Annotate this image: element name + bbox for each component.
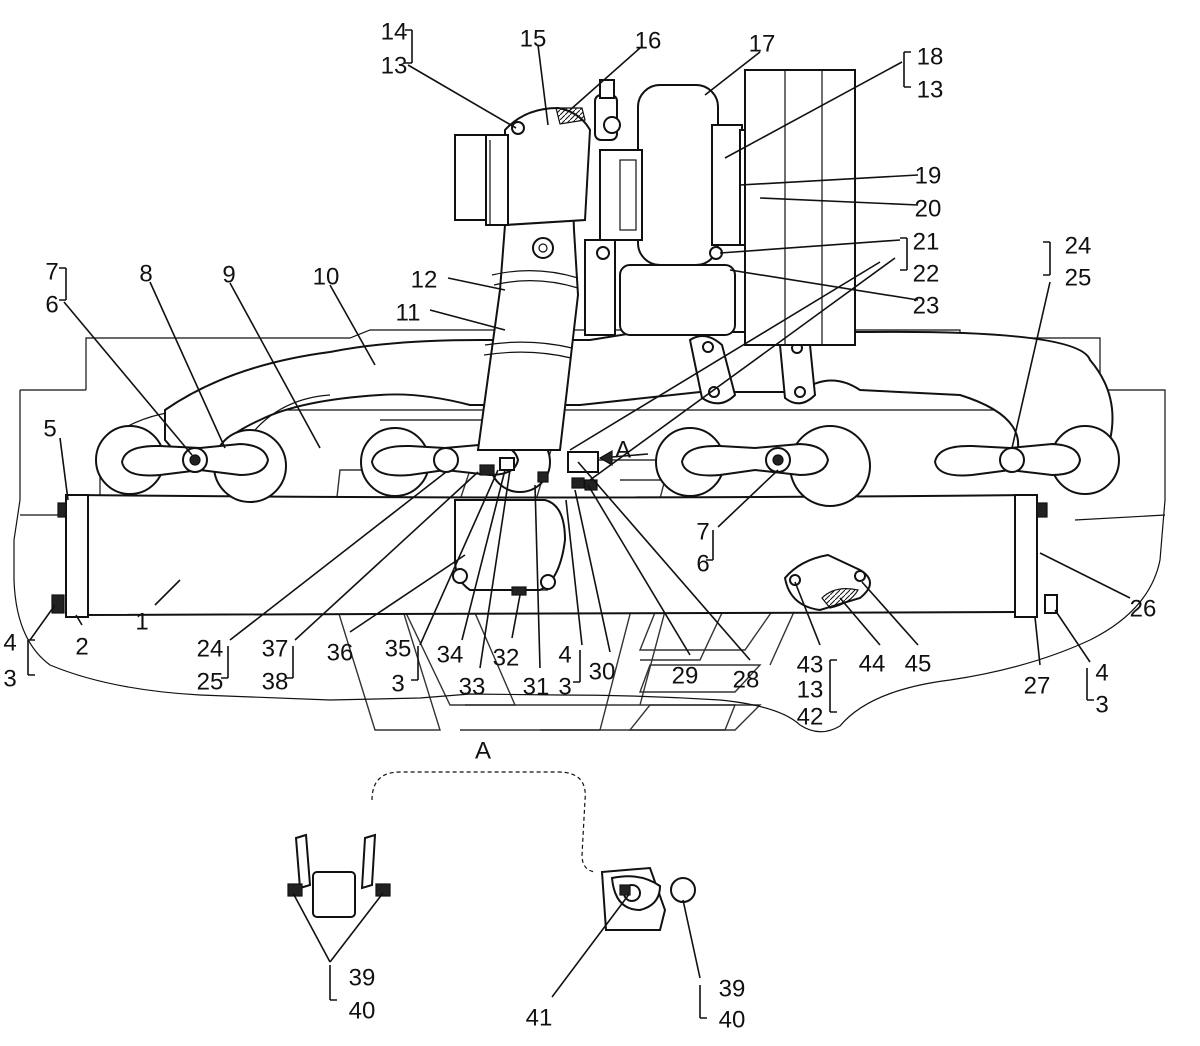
callout-label: 3 [391, 670, 404, 697]
callout-label: 1 [135, 608, 148, 635]
callout-label: 14 [381, 18, 408, 45]
callout-label: 38 [262, 668, 289, 695]
callout-label: 27 [1024, 672, 1051, 699]
callout-label: 25 [197, 668, 224, 695]
turbocharger [584, 79, 765, 336]
callout-label: 7 [696, 518, 709, 545]
callout-label: 6 [45, 291, 58, 318]
callout-label: 35 [385, 635, 412, 662]
callout-label: 26 [1130, 595, 1157, 622]
callout-label: 3 [558, 673, 571, 700]
callout-label: 3 [1095, 691, 1108, 718]
callout-label: 36 [327, 639, 354, 666]
callout-label: A [475, 737, 491, 764]
callout-label: 32 [493, 644, 520, 671]
callout-label: 40 [719, 1006, 746, 1033]
callout-label: 2 [75, 633, 88, 660]
pipe-flange [504, 106, 592, 227]
callout-label: 29 [672, 662, 699, 689]
callout-label: 41 [526, 1004, 553, 1031]
callout-label: A [615, 436, 631, 463]
callout-label: 3 [3, 665, 16, 692]
callout-label: 4 [558, 641, 571, 668]
sensor-bracket [479, 451, 599, 491]
callout-label: 4 [1095, 659, 1108, 686]
callout-label: 17 [749, 30, 776, 57]
callout-label: 9 [222, 261, 235, 288]
callout-label: 44 [859, 650, 886, 677]
left-turbo-housing [454, 134, 509, 226]
callout-label: 20 [915, 195, 942, 222]
end-flanges [51, 494, 1058, 618]
callout-label: 8 [139, 260, 152, 287]
callout-label: 19 [915, 162, 942, 189]
callout-label: 21 [913, 228, 940, 255]
callout-label: 28 [733, 666, 760, 693]
detail-view-a [287, 771, 696, 931]
callout-label: 13 [797, 676, 824, 703]
leader-lines [27, 29, 1131, 1019]
gasket-plate [783, 553, 871, 612]
lifting-brackets [688, 335, 817, 405]
callout-label: 42 [797, 703, 824, 730]
callout-label: 15 [520, 25, 547, 52]
callout-label: 11 [396, 299, 421, 326]
callout-label: 37 [262, 635, 289, 662]
callout-label: 6 [696, 550, 709, 577]
callout-label: 4 [3, 629, 16, 656]
callout-label: 39 [719, 975, 746, 1002]
callout-label: 10 [313, 263, 340, 290]
callout-label: 13 [917, 76, 944, 103]
callout-label: 18 [917, 43, 944, 70]
callout-label: 39 [349, 964, 376, 991]
callout-label: 24 [197, 635, 224, 662]
callout-label: 12 [411, 266, 438, 293]
callout-label: 45 [905, 650, 932, 677]
callout-label: 30 [589, 658, 616, 685]
callout-label: 34 [437, 641, 464, 668]
callout-label: 33 [459, 673, 486, 700]
callout-label: 13 [381, 52, 408, 79]
callout-label: 25 [1065, 264, 1092, 291]
callout-label: 22 [913, 260, 940, 287]
callout-label: 23 [913, 292, 940, 319]
callout-label: 43 [797, 651, 824, 678]
callout-label: 16 [635, 27, 662, 54]
callout-label: 24 [1065, 232, 1092, 259]
callout-label: 31 [523, 673, 550, 700]
callout-label: 40 [349, 997, 376, 1024]
outlet-flange [452, 499, 567, 596]
callout-label: 5 [43, 415, 56, 442]
air-duct-column [744, 69, 856, 346]
callout-label: 7 [45, 258, 58, 285]
